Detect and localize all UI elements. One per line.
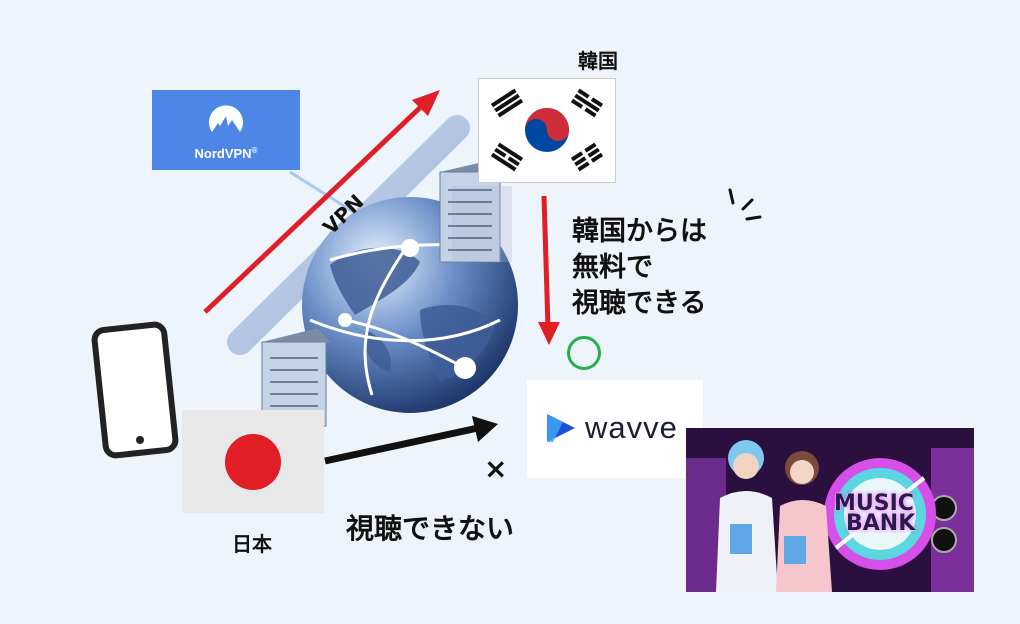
korea-to-wavve-arrow <box>541 195 551 329</box>
nordvpn-registered-mark: ® <box>251 146 258 155</box>
vpn-tunnel-end <box>228 330 252 354</box>
smartphone-icon <box>91 321 179 459</box>
cannot-watch-text: 視聴できない <box>346 512 515 545</box>
free-viewing-text: 韓国からは 無料で 視聴できる <box>572 214 707 322</box>
globe-node <box>338 313 352 327</box>
japan-label: 日本 <box>232 532 272 556</box>
server-korea-icon <box>439 158 512 263</box>
free-line-1: 韓国からは <box>572 216 707 247</box>
korea-flag <box>478 78 616 183</box>
ng-cross-mark: × <box>484 452 508 485</box>
wavve-name: wavve <box>585 410 678 445</box>
free-line-3: 視聴できる <box>572 288 707 319</box>
taegeuk-icon <box>490 88 604 172</box>
server-japan-icon <box>261 328 330 427</box>
globe-node <box>454 357 476 379</box>
nordvpn-name: NordVPN <box>194 146 252 161</box>
host-right <box>776 451 832 592</box>
japan-to-wavve-arrowhead <box>472 416 498 442</box>
music-bank-logo-line-1: MUSIC <box>834 491 914 516</box>
hinomaru <box>225 434 281 490</box>
emphasis-marks <box>728 188 762 221</box>
free-line-2: 無料で <box>572 252 653 283</box>
host-left <box>716 440 778 592</box>
japan-flag <box>182 410 324 513</box>
wavve-logo: wavve <box>527 380 703 478</box>
ok-circle-mark <box>567 336 601 370</box>
globe-node <box>401 239 419 257</box>
music-bank-logo-line-2: BANK <box>846 511 916 536</box>
music-bank-logo: MUSIC BANK <box>834 491 916 536</box>
vpn-route-arrowhead <box>412 90 440 116</box>
japan-to-wavve-arrow <box>324 424 479 465</box>
music-bank-thumbnail: MUSIC BANK <box>686 428 974 592</box>
korea-label: 韓国 <box>578 49 618 73</box>
vpn-route-arrow <box>203 100 428 314</box>
korea-to-wavve-arrowhead <box>538 322 560 345</box>
music-bank-stage-graphic <box>686 428 974 592</box>
nordvpn-logo: NordVPN® <box>152 90 300 170</box>
nordvpn-mountain-icon <box>209 105 243 132</box>
wavve-play-icon <box>547 414 575 442</box>
